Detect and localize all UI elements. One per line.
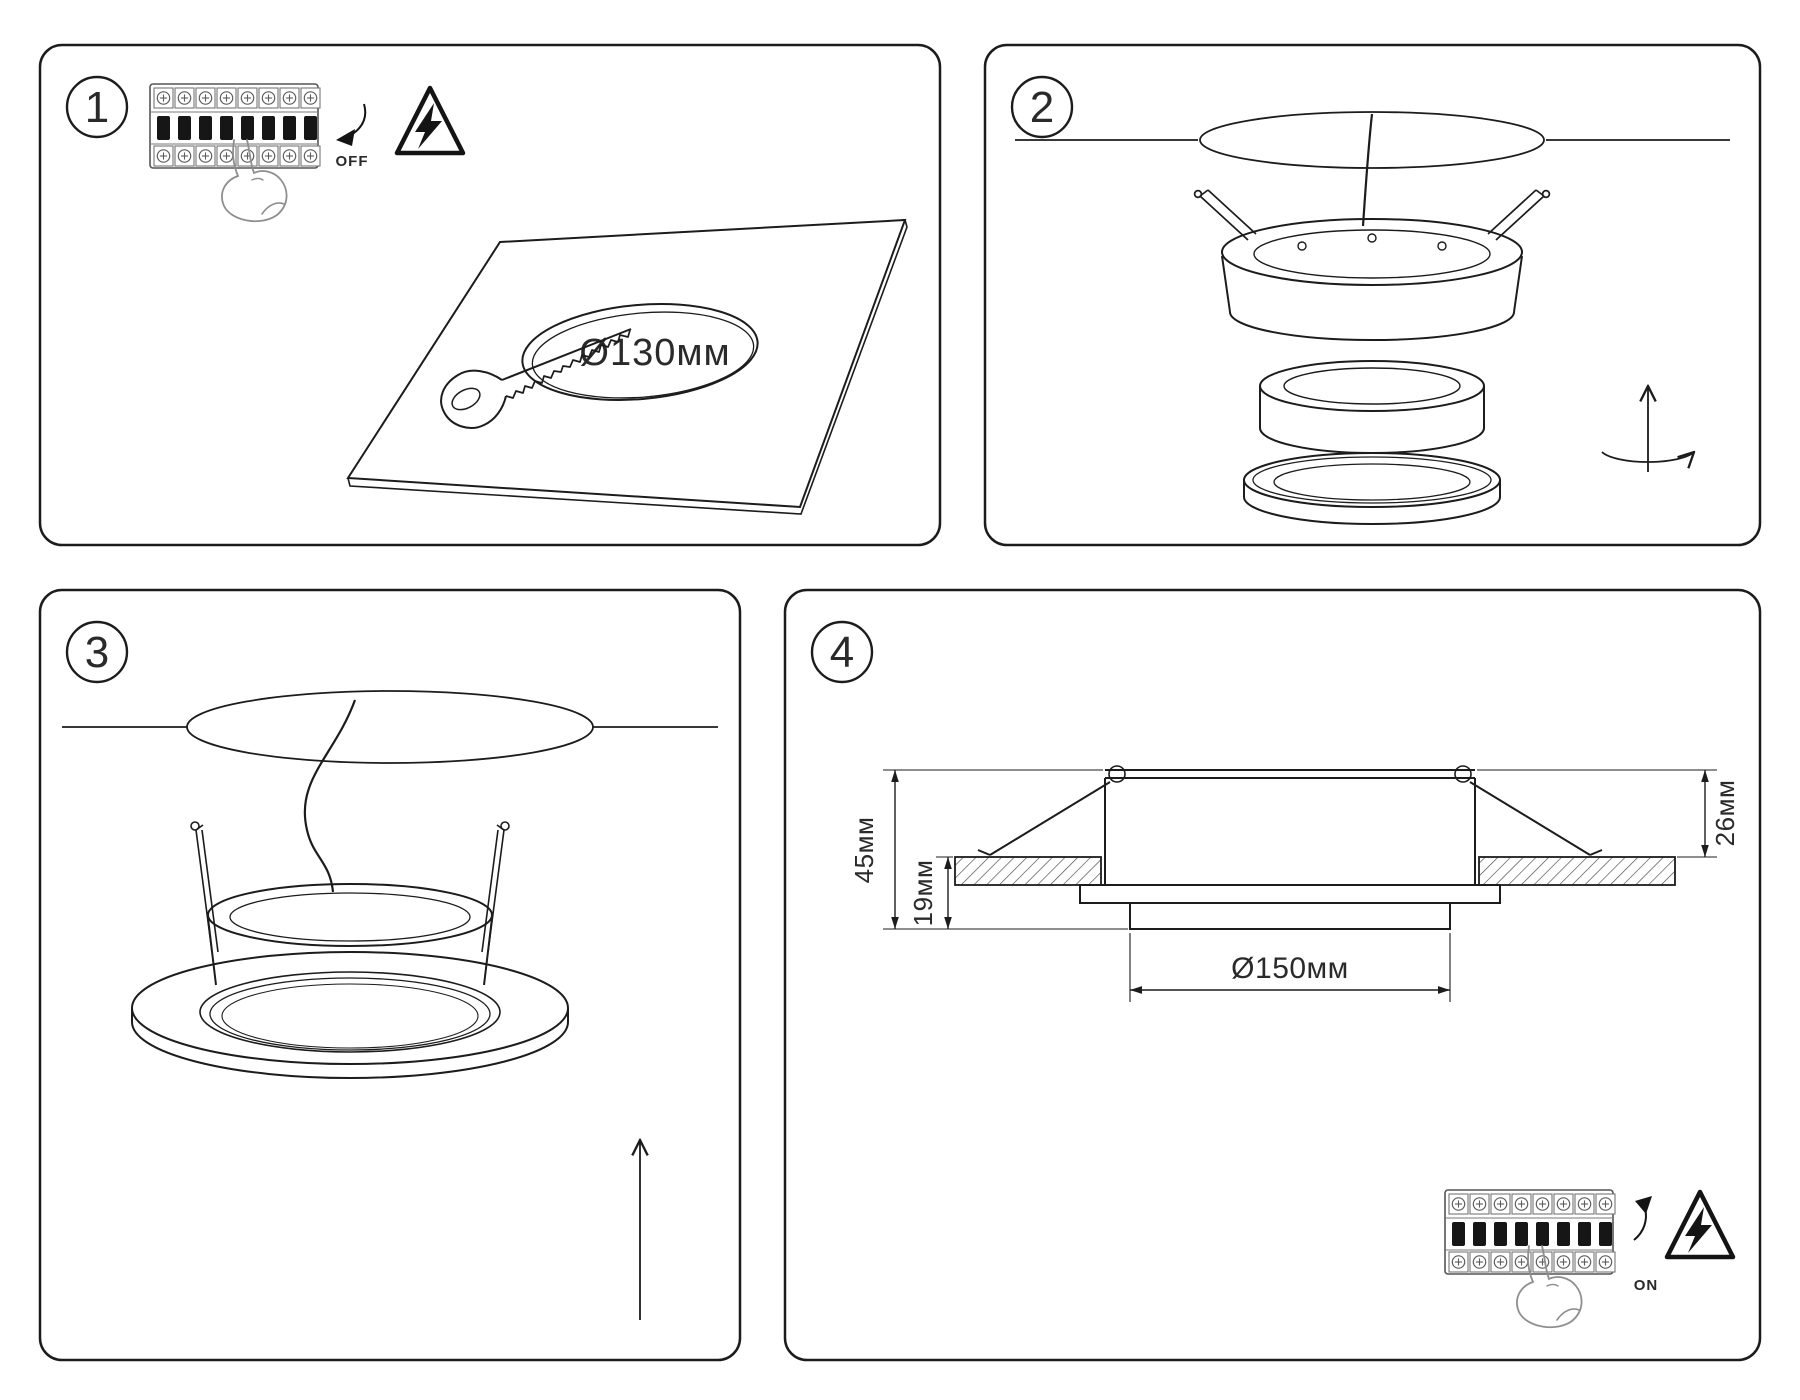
- hole-diameter-label: Ø130мм: [579, 332, 730, 374]
- off-label: OFF: [336, 153, 369, 170]
- fixture-section: [1079, 765, 1501, 930]
- panel-border: [38, 588, 742, 1362]
- ceiling-board-right: [1478, 856, 1676, 886]
- step-badge: [65, 75, 129, 139]
- spring-arm-left-icon: [977, 781, 1111, 856]
- spring-arm-right-icon: [1469, 781, 1603, 856]
- trim-ring: [1243, 452, 1501, 525]
- trim-ring: [131, 951, 569, 1079]
- spring-clip-right-icon: [1487, 189, 1551, 241]
- power-cable: [1361, 113, 1374, 227]
- dim-total-height-label: 45мм: [849, 817, 879, 884]
- on-arrow-icon: [1633, 1196, 1652, 1241]
- ceiling-tile: [346, 218, 908, 515]
- off-arrow-icon: [336, 103, 367, 146]
- rotate-arrow-icon: [1601, 386, 1694, 472]
- dimension-lines: [883, 769, 1717, 1002]
- dim-above-ceiling-label: 26мм: [1710, 780, 1740, 847]
- panel-border: [983, 43, 1762, 547]
- panel-step-1: 1 OFF Ø130мм: [38, 43, 942, 547]
- power-cable: [303, 699, 357, 893]
- drywall-saw-icon: [440, 328, 632, 429]
- step-number: 3: [85, 628, 109, 677]
- on-label: ON: [1634, 1277, 1659, 1294]
- spring-pin-left-icon: [190, 821, 219, 953]
- panel-step-3: 3: [38, 588, 742, 1362]
- panel-border: [38, 43, 942, 547]
- ceiling-hole: [62, 690, 718, 764]
- dim-below-ceiling-label: 19мм: [908, 860, 938, 927]
- panel-step-4: 4: [783, 588, 1762, 1362]
- step-badge: [1010, 75, 1074, 139]
- step-badge: [810, 620, 874, 684]
- step-badge: [65, 620, 129, 684]
- spring-clip-left-icon: [1193, 189, 1257, 241]
- step-number: 2: [1030, 83, 1054, 132]
- dim-diameter-label: Ø150мм: [1231, 952, 1349, 985]
- ceiling-board-left: [954, 856, 1102, 886]
- spring-pin-right-icon: [481, 821, 510, 953]
- fixture-housing: [1221, 218, 1523, 341]
- step-number: 4: [830, 628, 854, 677]
- panel-border: [783, 588, 1762, 1362]
- cutout-hole: [521, 303, 759, 401]
- section-view: 45мм 19мм 26мм Ø150мм: [849, 765, 1740, 1002]
- step-number: 1: [85, 83, 109, 132]
- ceiling-hole: [1015, 111, 1730, 169]
- panel-step-2: 2: [983, 43, 1762, 547]
